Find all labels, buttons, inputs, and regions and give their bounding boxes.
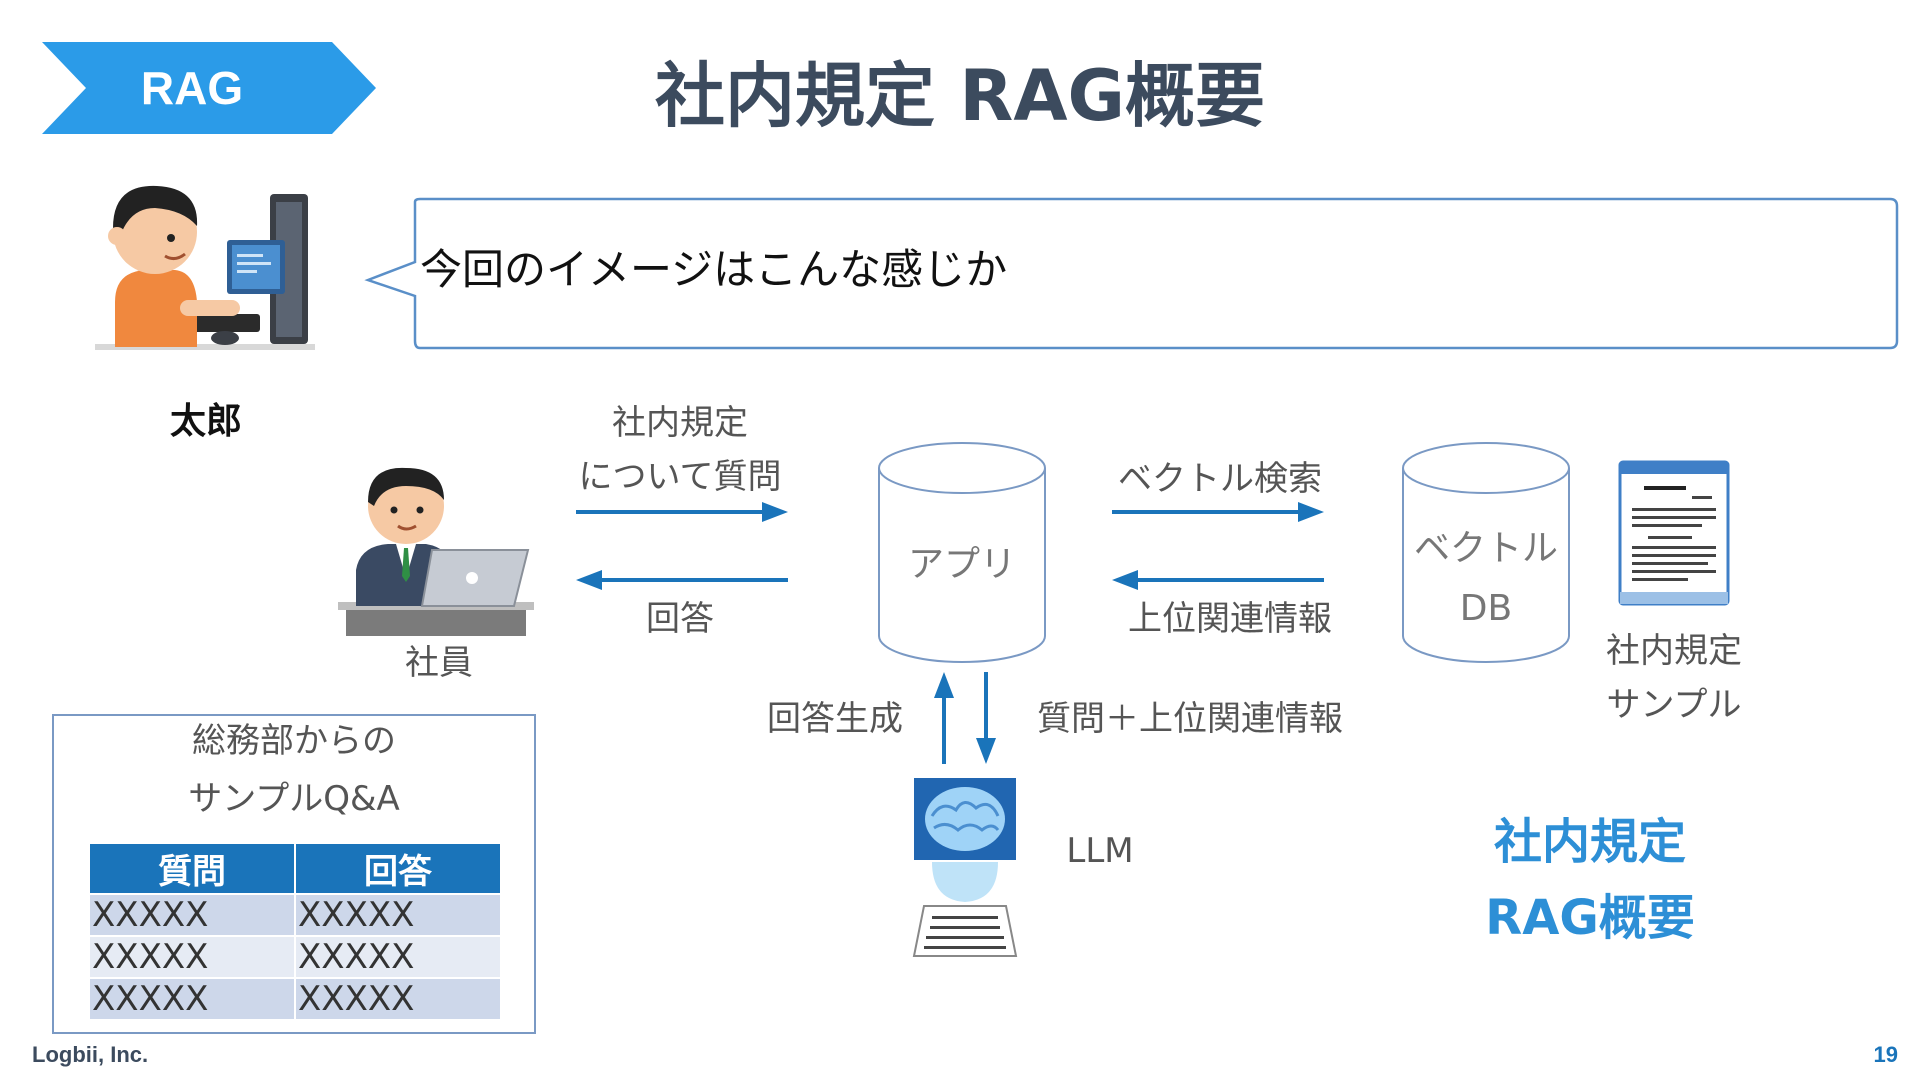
qa-table: 質問 回答 XXXXX XXXXX XXXXX XXXXX XXXXX XXXX… [88,842,502,1021]
qa-header-answer: 回答 [294,842,502,895]
document-icon [1618,460,1730,606]
employee-illustration [338,467,534,636]
speech-bubble [364,197,1899,350]
speech-text: 今回のイメージはこんな感じか [420,245,1008,294]
qa-title-line1: 総務部からの [192,721,396,761]
section-tag-shape [42,42,376,134]
answer-label: 回答 [646,599,714,639]
speaker-name: 太郎 [170,401,243,442]
llm-label: LLM [1066,831,1134,871]
table-row: XXXXX XXXXX [88,935,502,979]
table-row: XXXXX XXXXX [88,893,502,937]
vectordb-cylinder [1402,442,1570,663]
qa-cell: XXXXX [294,893,502,937]
summary-line1: 社内規定 [1493,814,1686,870]
qa-header-question: 質問 [88,842,296,895]
page-title: 社内規定 RAG概要 [655,55,1265,137]
top-related-arrow [1112,570,1324,590]
question-label-line1: 社内規定 [612,403,748,443]
question-plus-arrow [976,672,996,764]
app-cylinder [878,442,1046,663]
doc-label-line1: 社内規定 [1606,631,1742,671]
answer-generation-label: 回答生成 [767,699,903,739]
vector-search-label: ベクトル検索 [1118,459,1322,499]
section-tag-label: RAG [140,62,244,114]
question-plus-label: 質問＋上位関連情報 [1037,699,1343,739]
vector-search-arrow [1112,502,1324,522]
doc-label-line2: サンプル [1606,685,1742,725]
table-row: XXXXX XXXXX [88,977,502,1021]
qa-cell: XXXXX [88,935,296,979]
app-label: アプリ [907,544,1016,585]
speaker-illustration [95,185,315,350]
question-label-line2: について質問 [578,457,782,497]
summary-line2: RAG概要 [1485,890,1695,946]
question-arrow [576,502,788,522]
llm-illustration [912,778,1018,957]
qa-cell: XXXXX [294,977,502,1021]
qa-title-line2: サンプルQ&A [188,779,400,819]
qa-cell: XXXXX [88,893,296,937]
footer-company: Logbii, Inc. [32,1042,149,1067]
employee-label: 社員 [405,643,473,683]
vectordb-label-line2: DB [1459,588,1513,629]
qa-cell: XXXXX [88,977,296,1021]
answer-generation-arrow [934,672,954,764]
qa-header-row: 質問 回答 [88,842,502,895]
page-number: 19 [1873,1042,1898,1067]
top-related-label: 上位関連情報 [1128,599,1332,639]
answer-arrow [576,570,788,590]
qa-cell: XXXXX [294,935,502,979]
vectordb-label-line1: ベクトル [1413,528,1558,569]
